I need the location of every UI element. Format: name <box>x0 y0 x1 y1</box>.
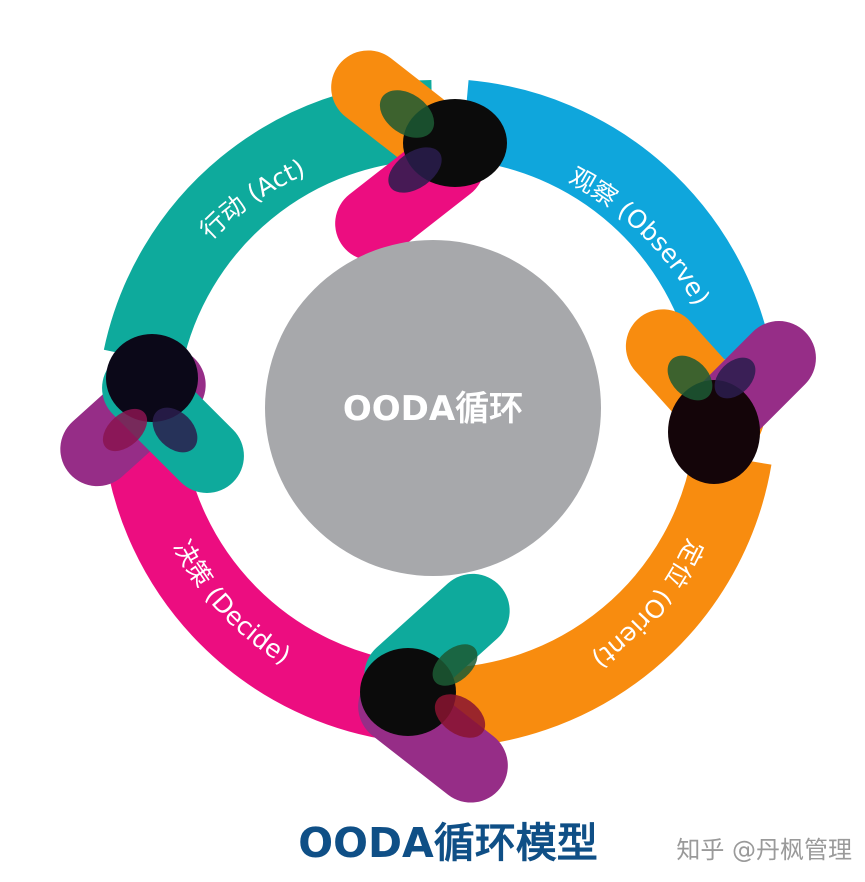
junction-bottom-shade-2 <box>432 644 478 686</box>
ring-segment-observe <box>460 80 772 367</box>
junction-top <box>331 50 507 261</box>
junction-right-shade <box>667 355 713 401</box>
junction-right-shade-2 <box>714 357 756 399</box>
center-circle <box>265 240 601 576</box>
ring-segment-decide <box>103 432 411 742</box>
junction-right-overlap <box>668 380 760 484</box>
junction-top-shade-left <box>379 90 435 138</box>
junction-left-shade <box>152 407 198 453</box>
junction-bottom <box>358 573 510 803</box>
junction-bottom-shade <box>434 694 486 738</box>
junction-left-overlap <box>106 334 198 422</box>
junction-left-shade-2 <box>102 408 148 452</box>
ring-segment-orient <box>431 450 772 749</box>
center-label: OODA循环 <box>343 389 523 429</box>
junction-bottom-overlap <box>360 648 456 736</box>
diagram-title: OODA循环模型 <box>298 819 597 867</box>
watermark: 知乎 @丹枫管理 <box>676 836 852 864</box>
junction-top-shade-bottom <box>388 147 442 193</box>
junction-left <box>60 334 244 493</box>
junction-right <box>625 309 816 484</box>
